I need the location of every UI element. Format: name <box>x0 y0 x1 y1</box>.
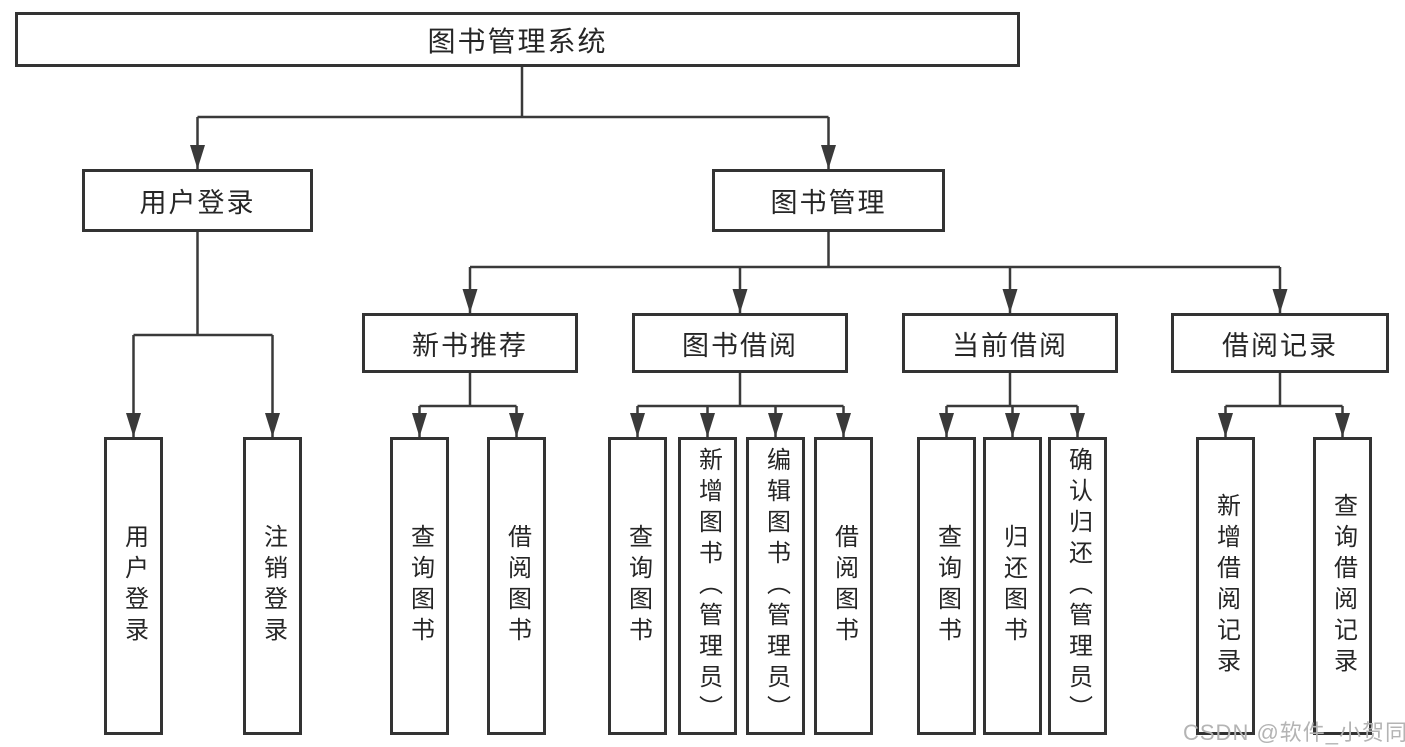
node-user-login-label: 用户登录 <box>139 188 256 218</box>
leaf-borrow-borrow-books-label: 借阅图书 <box>830 524 858 648</box>
leaf-record-query-borrow-record: 查询借阅记录 <box>1313 437 1372 735</box>
leaf-recommend-borrow-books: 借阅图书 <box>487 437 546 735</box>
connector-root-to-level2 <box>196 67 830 169</box>
leaf-borrow-borrow-books: 借阅图书 <box>814 437 873 735</box>
leaf-current-query-books-label: 查询图书 <box>933 524 961 648</box>
connector-recommend-to-leaves <box>418 373 518 437</box>
leaf-borrow-add-books-admin-label: 新增图书（管理员） <box>694 446 722 726</box>
node-user-login: 用户登录 <box>82 169 313 232</box>
node-new-book-recommend-label: 新书推荐 <box>412 330 528 361</box>
node-new-book-recommend: 新书推荐 <box>362 313 578 373</box>
connector-record-to-leaves <box>1224 373 1344 437</box>
leaf-borrow-query-books: 查询图书 <box>608 437 667 735</box>
leaf-current-query-books: 查询图书 <box>917 437 976 735</box>
leaf-current-return-books: 归还图书 <box>983 437 1042 735</box>
leaf-current-confirm-return-admin-label: 确认归还（管理员） <box>1064 446 1092 726</box>
node-book-borrow-label: 图书借阅 <box>682 330 798 361</box>
leaf-borrow-add-books-admin: 新增图书（管理员） <box>678 437 737 735</box>
leaf-borrow-edit-books-admin: 编辑图书（管理员） <box>746 437 805 735</box>
leaf-logout: 注销登录 <box>243 437 302 735</box>
node-root-label: 图书管理系统 <box>427 25 608 57</box>
node-borrow-record-label: 借阅记录 <box>1222 330 1338 361</box>
leaf-current-confirm-return-admin: 确认归还（管理员） <box>1048 437 1107 735</box>
leaf-record-query-borrow-record-label: 查询借阅记录 <box>1329 493 1357 679</box>
node-current-borrow: 当前借阅 <box>902 313 1118 373</box>
node-borrow-record: 借阅记录 <box>1171 313 1389 373</box>
leaf-user-login-label: 用户登录 <box>120 524 148 648</box>
leaf-recommend-query-books-label: 查询图书 <box>406 524 434 648</box>
node-book-management: 图书管理 <box>712 169 945 232</box>
leaf-borrow-edit-books-admin-label: 编辑图书（管理员） <box>762 446 790 726</box>
leaf-borrow-query-books-label: 查询图书 <box>624 524 652 648</box>
leaf-recommend-query-books: 查询图书 <box>390 437 449 735</box>
connector-book-management-to-level3 <box>468 232 1282 313</box>
connector-borrow-to-leaves <box>636 373 845 437</box>
leaf-logout-label: 注销登录 <box>259 524 287 648</box>
node-current-borrow-label: 当前借阅 <box>952 330 1068 361</box>
connector-user-login-to-leaves <box>132 232 274 437</box>
leaf-record-add-borrow-record: 新增借阅记录 <box>1196 437 1255 735</box>
leaf-record-add-borrow-record-label: 新增借阅记录 <box>1212 493 1240 679</box>
leaf-recommend-borrow-books-label: 借阅图书 <box>503 524 531 648</box>
csdn-watermark: CSDN @软件_小贺同学 <box>1183 720 1405 745</box>
node-book-management-label: 图书管理 <box>770 188 887 218</box>
leaf-user-login: 用户登录 <box>104 437 163 735</box>
leaf-current-return-books-label: 归还图书 <box>999 524 1027 648</box>
node-book-borrow: 图书借阅 <box>632 313 848 373</box>
node-root-system: 图书管理系统 <box>15 12 1020 67</box>
